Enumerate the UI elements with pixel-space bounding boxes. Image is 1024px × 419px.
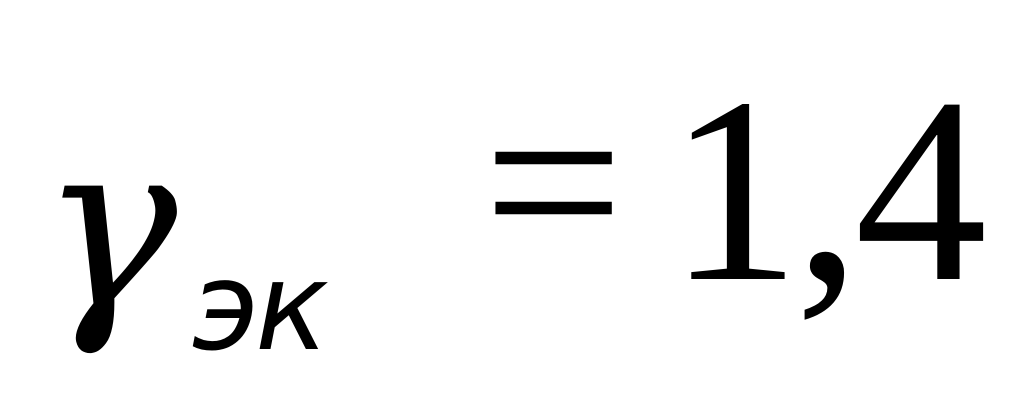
- gamma-symbol: γ: [40, 93, 178, 360]
- formula-value: 1,4: [668, 44, 987, 337]
- subscript-label: эк: [192, 236, 329, 378]
- equals-sign: =: [483, 44, 624, 321]
